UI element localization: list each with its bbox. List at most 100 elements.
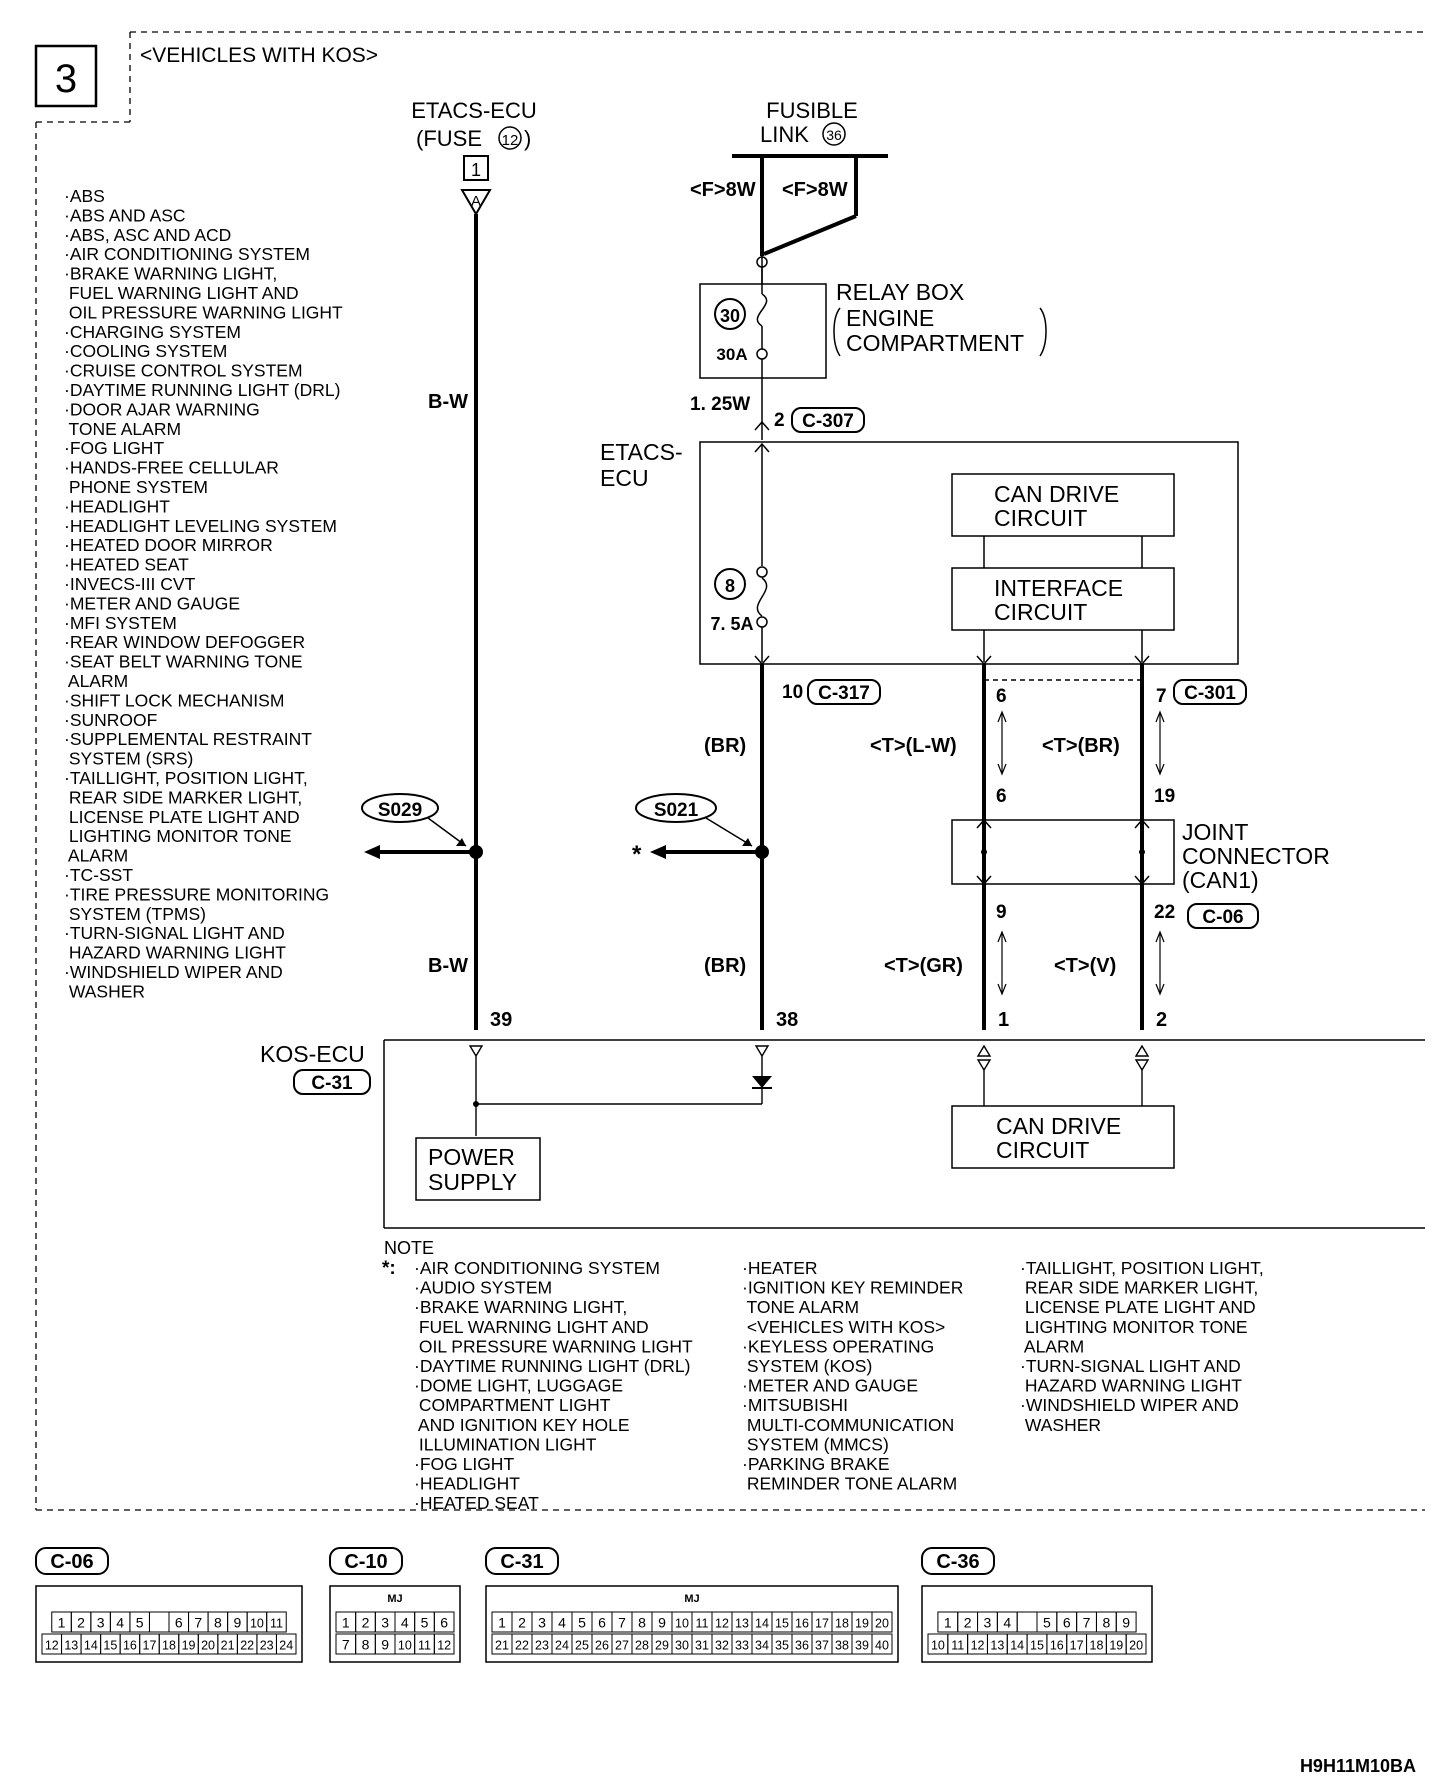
connector-pin: 7 (194, 1615, 202, 1631)
connector-pin: 39 (855, 1639, 869, 1653)
connector-pin: 1 (342, 1615, 350, 1631)
system-list-item: ·TAILLIGHT, POSITION LIGHT, (64, 768, 308, 788)
connector-pin: 2 (77, 1615, 85, 1631)
system-list-item: ·ABS AND ASC (64, 205, 186, 225)
wire-label-t-gr: <T>(GR) (884, 955, 963, 977)
note-item: ·TAILLIGHT, POSITION LIGHT, (1020, 1258, 1264, 1278)
connector-pin: 24 (279, 1639, 293, 1653)
connector-pin: 14 (755, 1617, 769, 1631)
connector-name: C-06 (50, 1551, 93, 1573)
system-list-item: REAR SIDE MARKER LIGHT, (64, 787, 302, 807)
power-supply-label-2: SUPPLY (428, 1169, 517, 1195)
joint-connector-label-2: CONNECTOR (1182, 843, 1330, 869)
system-list-item: ·HANDS-FREE CELLULAR (64, 458, 279, 478)
system-list-item: ·BRAKE WARNING LIGHT, (64, 264, 277, 284)
connector-pin: 10 (250, 1617, 264, 1631)
note-item: SYSTEM (KOS) (742, 1356, 872, 1376)
connector-pin: 22 (240, 1639, 254, 1653)
power-supply-box (415, 1137, 541, 1201)
pin-2: 2 (774, 410, 785, 431)
note-section: NOTE *: ·AIR CONDITIONING SYSTEM·AUDIO S… (382, 1238, 1264, 1513)
note-item: ALARM (1020, 1336, 1084, 1356)
connector-pin: 3 (984, 1615, 992, 1631)
connector-pin: 20 (1129, 1639, 1143, 1653)
connector-pin: 6 (440, 1615, 448, 1631)
interface-label: INTERFACE (994, 575, 1123, 601)
system-list-item: ·DOOR AJAR WARNING (64, 399, 260, 419)
connector-pin: 9 (658, 1615, 666, 1631)
joint-connector-label-3: (CAN1) (1182, 867, 1259, 893)
connector-pin: 9 (381, 1637, 389, 1653)
connector-pin: 10 (398, 1639, 412, 1653)
connector-pin: 12 (437, 1639, 451, 1653)
connector-pin: 16 (123, 1639, 137, 1653)
system-list-item: ·HEADLIGHT (64, 496, 170, 516)
connector-pin: 7 (342, 1637, 350, 1653)
connector-pin: 4 (1003, 1615, 1011, 1631)
diagram-code: H9H11M10BA (1300, 1756, 1416, 1776)
note-item: ·KEYLESS OPERATING (742, 1336, 934, 1356)
system-list-item: ·WINDSHIELD WIPER AND (64, 962, 283, 982)
wire-label-f8w-b: <F>8W (782, 179, 848, 201)
connector-pin: 1 (498, 1615, 506, 1631)
fuse-number-circle (498, 126, 522, 150)
connector-pin: 17 (1070, 1639, 1084, 1653)
system-list-item: ·TC-SST (64, 865, 133, 885)
connector-name: C-31 (500, 1551, 543, 1573)
note-item: ·AIR CONDITIONING SYSTEM (414, 1258, 660, 1278)
connector-pin: 27 (615, 1639, 629, 1653)
note-item: ·MITSUBISHI (742, 1395, 848, 1415)
system-list-item: WASHER (64, 981, 145, 1001)
note-column-3: ·TAILLIGHT, POSITION LIGHT, REAR SIDE MA… (1020, 1258, 1264, 1435)
connector-c301: C-301 (1184, 683, 1236, 704)
connector-pin: 14 (1010, 1639, 1024, 1653)
note-item: ·TURN-SIGNAL LIGHT AND (1020, 1356, 1241, 1376)
pin-38: 38 (776, 1009, 798, 1031)
etacs-ecu-label: ETACS- (600, 439, 683, 465)
pin-2-c307: 2 C-307 (754, 407, 865, 433)
system-list-item: SYSTEM (TPMS) (64, 904, 206, 924)
connector-pin: 20 (201, 1639, 215, 1653)
connector-pin: 17 (815, 1617, 829, 1631)
connector-pin: 11 (418, 1639, 431, 1653)
system-list-item: ·MFI SYSTEM (64, 613, 177, 633)
connector-pin: 40 (875, 1639, 889, 1653)
note-item: ·AUDIO SYSTEM (414, 1278, 552, 1298)
connector-pin: 36 (795, 1639, 809, 1653)
wire-label-t-lw: <T>(L-W) (870, 735, 957, 757)
connector-pin: 4 (116, 1615, 124, 1631)
connector-pin: 31 (695, 1639, 709, 1653)
wire-label-bw-top: B-W (428, 391, 468, 413)
connector-pin: 26 (595, 1639, 609, 1653)
interface-label-2: CIRCUIT (994, 599, 1087, 625)
system-list-item: ·SEAT BELT WARNING TONE (64, 652, 303, 672)
connector-name: C-36 (936, 1551, 979, 1573)
note-item: ·HEADLIGHT (414, 1474, 520, 1494)
link-number: 36 (826, 127, 842, 143)
etacs-fuse-label: ETACS-ECU (411, 98, 537, 123)
connector-pin: 33 (735, 1639, 749, 1653)
connector-pin: 24 (555, 1639, 569, 1653)
connector-pin: 3 (97, 1615, 105, 1631)
connector-pin: 15 (775, 1617, 789, 1631)
system-list-item: ·ABS (64, 186, 105, 206)
system-list-item: ·METER AND GAUGE (64, 593, 240, 613)
note-marker: *: (382, 1258, 396, 1279)
pin-19: 19 (1154, 786, 1175, 807)
note-column-1: ·AIR CONDITIONING SYSTEM·AUDIO SYSTEM·BR… (414, 1258, 693, 1513)
connector-pin: 16 (795, 1617, 809, 1631)
connector-pin: 7 (1083, 1615, 1091, 1631)
note-item: WASHER (1020, 1415, 1101, 1435)
note-item: ·HEATED SEAT (414, 1493, 539, 1513)
connector-pin: 15 (103, 1639, 117, 1653)
note-item: ·METER AND GAUGE (742, 1376, 918, 1396)
splice-label-s029: S029 (378, 800, 422, 821)
connector-pin: 3 (381, 1615, 389, 1631)
note-item: ·PARKING BRAKE (742, 1454, 890, 1474)
etacs-ecu-label-2: ECU (600, 465, 649, 491)
connector-pin: 19 (1109, 1639, 1123, 1653)
connector-pin-arrow (460, 189, 492, 216)
system-list-item: ·TURN-SIGNAL LIGHT AND (64, 923, 285, 943)
